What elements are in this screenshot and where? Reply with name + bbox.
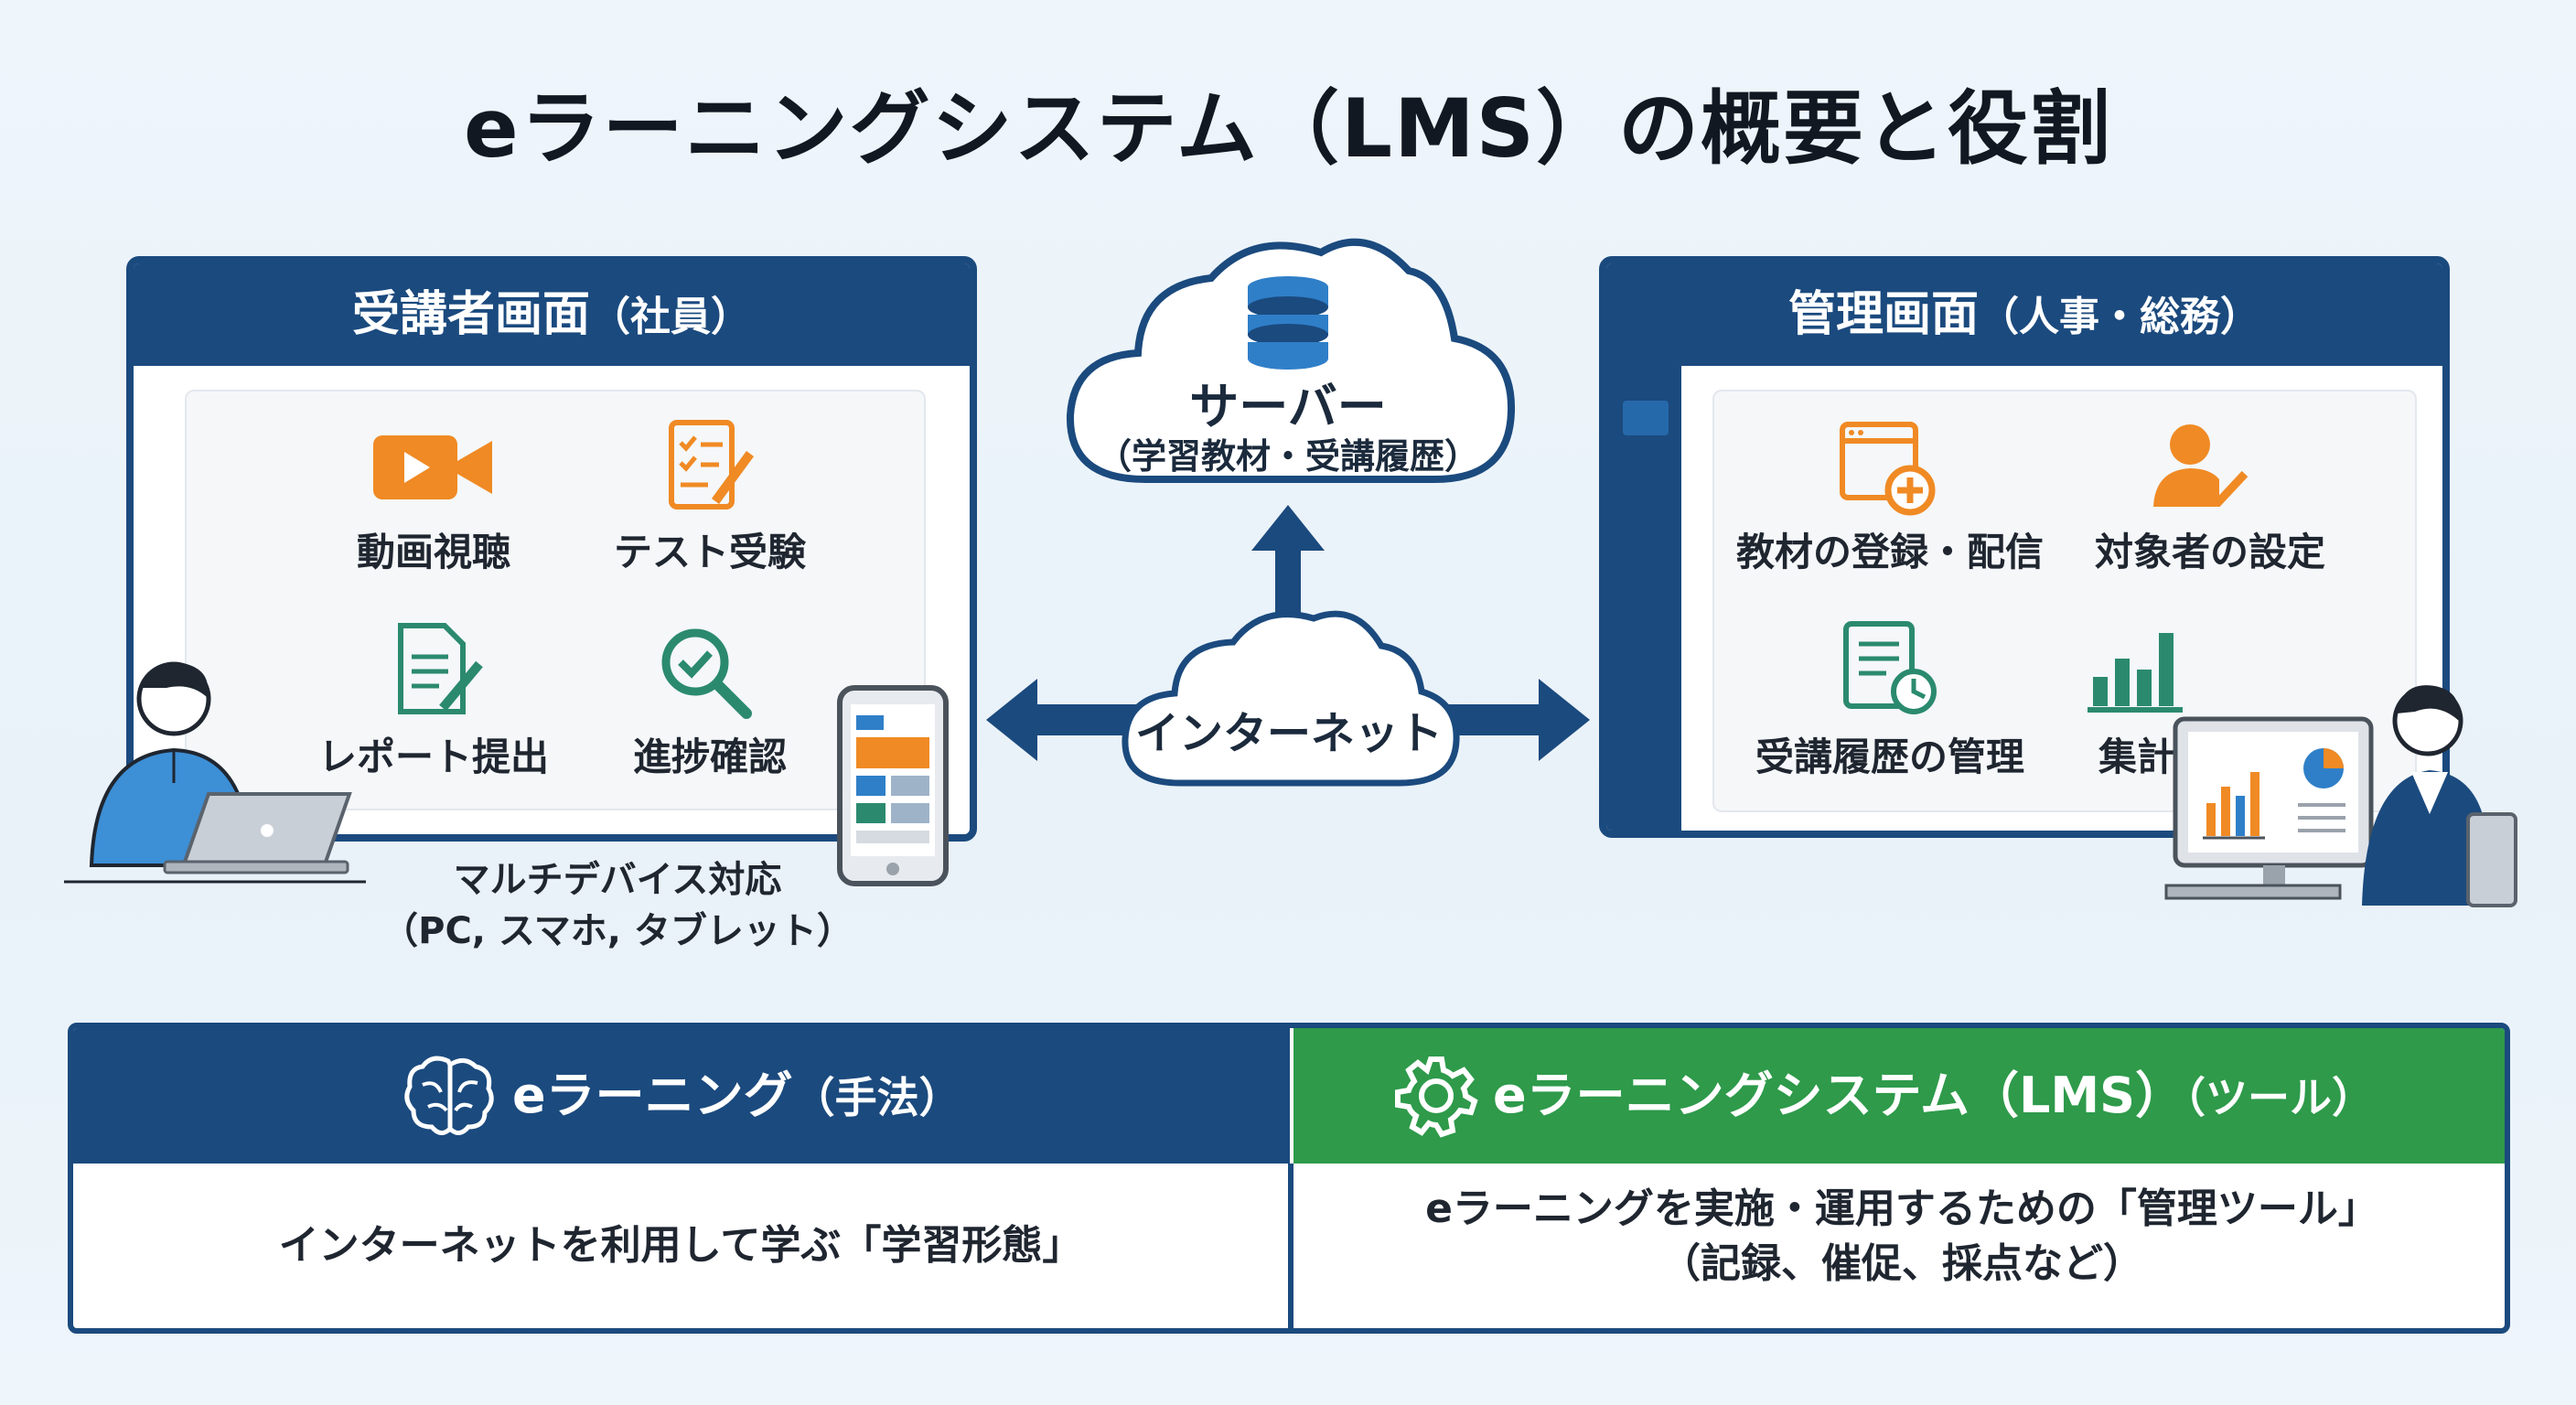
brain-icon (404, 1056, 494, 1135)
arrow-right-icon (1416, 679, 1590, 761)
arrow-left-icon (986, 679, 1160, 761)
learner-panel-title: 受講者画面 (351, 287, 590, 342)
feature-label-test: テスト受験 (613, 530, 806, 574)
lms-tool-title-sub: （ツール） (2184, 1073, 2375, 1122)
arrow-up-icon (1251, 505, 1325, 615)
learner-panel-header: 受講者画面（社員） (134, 263, 970, 366)
admin-sidebar-folder-icon (1623, 401, 1669, 435)
lms-tool-description: eラーニングを実施・運用するための「管理ツール」 （記録、催促、採点など） (1293, 1182, 2505, 1292)
elearning-method-description: インターネットを利用して学ぶ「学習形態」 (278, 1222, 1083, 1269)
admin-panel-subtitle: （人事・総務） (1979, 294, 2260, 340)
lms-tool-title: eラーニングシステム（LMS）（ツール） (1493, 1028, 2374, 1164)
multi-device-title: マルチデバイス対応 (453, 859, 782, 901)
learner-person-laptop-icon (64, 661, 366, 884)
server-sublabel: （学習教材・受講履歴） (1096, 436, 1479, 477)
report-document-icon (398, 623, 483, 714)
admin-person-monitor-icon (2164, 685, 2517, 907)
add-window-icon (1840, 422, 1936, 516)
admin-panel-title: 管理画面 (1787, 287, 1979, 342)
internet-cloud-icon (1122, 610, 1460, 787)
server-label: サーバー (1189, 378, 1387, 435)
comparison-panel: eラーニング（手法） eラーニングシステム（LMS）（ツール） インターネットを… (68, 1023, 2510, 1334)
feature-label-aggregation: 集計 (2098, 735, 2175, 779)
lms-tool-description-main: eラーニングを実施・運用するための「管理ツール」 (1425, 1185, 2378, 1232)
learner-feature-area (185, 390, 926, 810)
learner-panel-subtitle: （社員） (590, 294, 751, 340)
comparison-divider (1288, 1164, 1293, 1328)
feature-label-target-setting: 対象者の設定 (2094, 530, 2325, 574)
video-camera-icon (373, 435, 492, 499)
elearning-method-title-sub: （手法） (792, 1073, 961, 1122)
learner-panel: 受講者画面（社員） 動画視聴 テスト受験 レポート提出 進捗確認 (126, 256, 977, 842)
lms-tool-description-sub: （記録、催促、採点など） (1660, 1240, 2143, 1287)
feature-label-progress: 進捗確認 (632, 735, 787, 779)
lms-tool-title-main: eラーニングシステム（LMS） (1493, 1067, 2185, 1124)
feature-label-history-management: 受講履歴の管理 (1755, 735, 2024, 779)
lms-tool-header: eラーニングシステム（LMS）（ツール） (1293, 1028, 2505, 1164)
elearning-method-header: eラーニング（手法） (73, 1028, 1290, 1164)
admin-sidebar (1606, 366, 1681, 831)
feature-label-video: 動画視聴 (356, 530, 510, 574)
user-check-icon (2153, 424, 2249, 508)
internet-label: インターネット (1134, 708, 1443, 759)
feature-label-register-content: 教材の登録・配信 (1735, 530, 2044, 574)
magnifier-check-icon (661, 628, 752, 719)
history-list-icon (1843, 621, 1937, 714)
gear-icon (1395, 1056, 1478, 1138)
elearning-method-title-main: eラーニング (512, 1067, 793, 1124)
multi-device-caption: マルチデバイス対応 （PC, スマホ, タブレット） (302, 854, 933, 957)
admin-panel-header: 管理画面（人事・総務） (1606, 263, 2442, 366)
smartphone-icon (837, 685, 949, 886)
bar-chart-icon (2088, 633, 2183, 713)
elearning-method-title: eラーニング（手法） (512, 1028, 961, 1164)
page-title: eラーニングシステム（LMS）の概要と役割 (463, 81, 2113, 176)
database-icon (1248, 276, 1328, 370)
test-sheet-icon (669, 420, 755, 509)
multi-device-subtitle: （PC, スマホ, タブレット） (381, 910, 853, 952)
feature-label-report: レポート提出 (317, 735, 549, 779)
